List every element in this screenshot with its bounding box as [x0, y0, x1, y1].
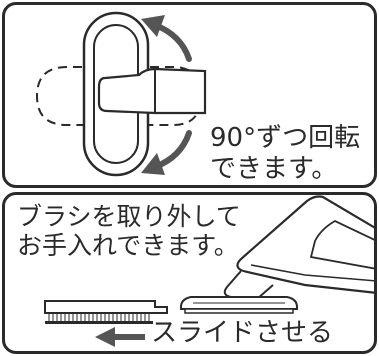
- nozzle-tube: [97, 67, 207, 115]
- rotation-panel: 90°ずつ回転 できます。: [2, 2, 377, 188]
- removal-illustration: [44, 195, 374, 347]
- brush-bristle-base: [45, 321, 153, 324]
- removal-caption-line1: ブラシを取り外して: [17, 202, 241, 231]
- removal-panel: ブラシを取り外して お手入れできます。 スライドさせる: [2, 192, 377, 354]
- base-plate-bottom: [184, 308, 294, 314]
- dashed-rotated-outline: [35, 66, 97, 126]
- rotation-caption-line2: できます。: [210, 154, 338, 184]
- cleaner-body-detail: [309, 219, 374, 270]
- slide-arrow-icon: [95, 327, 145, 347]
- rotation-caption-line1: 90°ずつ回転: [210, 123, 361, 153]
- rotation-illustration: [35, 11, 207, 177]
- brush-bristles: [48, 313, 150, 321]
- removal-caption-line2: お手入れできます。: [17, 231, 239, 260]
- slide-label: スライドさせる: [151, 318, 334, 348]
- cleaner-body-edge: [250, 264, 374, 282]
- brush-strip: [44, 300, 168, 314]
- rotate-arrow-icon: [141, 15, 192, 175]
